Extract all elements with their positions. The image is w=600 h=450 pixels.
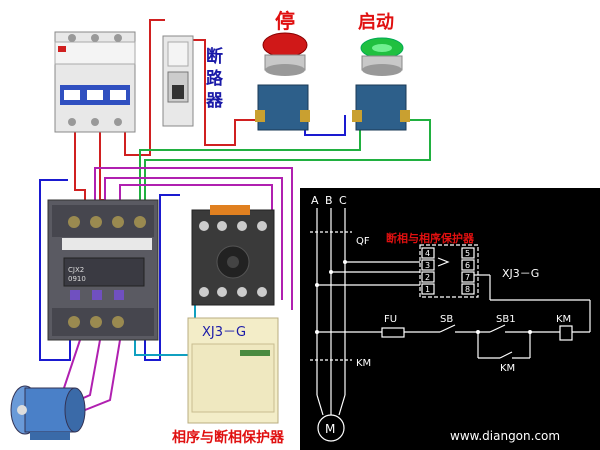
- wire-red-2: [180, 39, 255, 146]
- start-label: 启动: [358, 11, 394, 33]
- bottom-caption: 相序与断相保护器: [172, 429, 285, 446]
- wire-blue-1: [304, 115, 346, 136]
- protector-box-model: XJ3－G: [202, 325, 246, 340]
- stop-button-icon[interactable]: [255, 32, 310, 131]
- relay-pin-3: 3: [425, 261, 430, 270]
- breaker-label: 断 路 器: [205, 46, 224, 111]
- km-aux-label: KM: [500, 363, 515, 374]
- relay-pin-2: 2: [425, 273, 430, 282]
- relay-pin-4: 4: [425, 249, 430, 258]
- km-main-label: KM: [356, 358, 371, 369]
- relay-pin-8: 8: [465, 285, 470, 294]
- breaker-icon: [54, 31, 136, 133]
- contactor-model: 0910: [68, 275, 86, 283]
- motor-label: M: [325, 422, 335, 436]
- breaker-char-1: 路: [206, 68, 224, 89]
- breaker-char-2: 器: [205, 91, 224, 111]
- wire-purple-2: [104, 177, 283, 300]
- relay-pin-5: 5: [465, 249, 470, 258]
- wire-purple-1: [94, 167, 293, 310]
- fu-label: FU: [384, 314, 397, 325]
- relay-model: XJ3－G: [502, 267, 539, 280]
- relay-base-icon: [191, 205, 275, 306]
- breaker-char-0: 断: [206, 46, 223, 67]
- schematic-panel: [300, 188, 600, 450]
- relay-pin-1: 1: [425, 285, 430, 294]
- relay-pin-7: 7: [465, 273, 470, 282]
- km-coil-label: KM: [556, 314, 571, 325]
- watermark: www.diangon.com: [450, 429, 560, 443]
- motor-icon: [10, 385, 86, 440]
- start-button-icon[interactable]: [352, 37, 410, 131]
- protector-box: [187, 317, 279, 424]
- wire-blue-3: [144, 194, 180, 361]
- sb1-label: SB1: [496, 314, 516, 325]
- relay-pin-6: 6: [465, 261, 470, 270]
- phase-a: A: [311, 194, 319, 207]
- phase-b: B: [325, 194, 333, 207]
- sb-label: SB: [440, 314, 453, 325]
- wire-red-4: [74, 130, 86, 205]
- stop-label: 停: [275, 9, 295, 33]
- wire-green-2: [139, 115, 361, 210]
- single-pole-breaker-icon: [162, 35, 194, 127]
- wire-blue-2: [39, 179, 71, 361]
- contactor-icon: [47, 199, 159, 341]
- qf-label: QF: [356, 236, 370, 247]
- contactor-brand: CJX2: [68, 266, 84, 274]
- protector-title: 断相与相序保护器: [386, 231, 475, 245]
- phase-c: C: [339, 194, 347, 207]
